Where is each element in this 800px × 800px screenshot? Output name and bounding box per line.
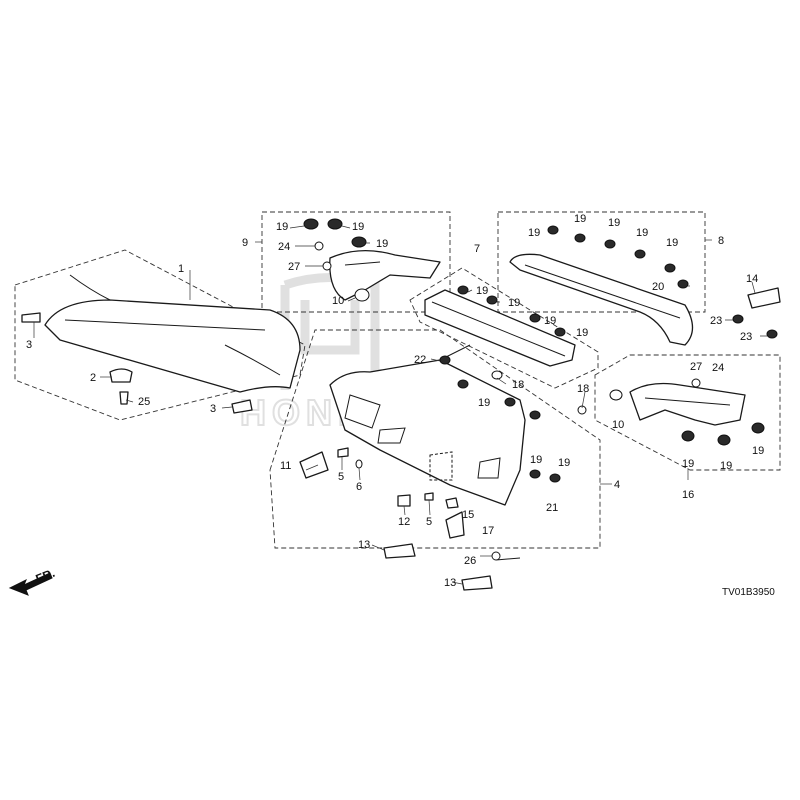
callout-18: 18 [512,379,524,391]
callout-2: 2 [90,372,96,384]
handle-part-13-upper [383,543,416,559]
callout-19: 19 [508,297,520,309]
callout-19: 19 [682,458,694,470]
front-direction-arrow-icon [8,572,53,596]
callout-10: 10 [612,419,624,431]
callout-8: 8 [718,235,724,247]
callout-10: 10 [332,295,344,307]
callout-3: 3 [210,403,216,415]
callout-7: 7 [474,243,480,255]
callout-18: 18 [577,383,589,395]
callout-23: 23 [710,315,722,327]
group-box-1 [14,249,306,421]
callout-27: 27 [288,261,300,273]
callout-16: 16 [682,489,694,501]
callout-19: 19 [530,454,542,466]
callout-23: 23 [740,331,752,343]
group-box-8 [497,211,706,313]
callout-1: 1 [178,263,184,275]
group-box-16 [594,354,781,471]
callout-19: 19 [544,315,556,327]
callout-19: 19 [720,460,732,472]
callout-19: 19 [636,227,648,239]
callout-19: 19 [576,327,588,339]
diagram-code: TV01B3950 [722,587,775,598]
callout-24: 24 [712,362,724,374]
callout-20: 20 [652,281,664,293]
callout-11: 11 [280,460,291,472]
callout-27: 27 [690,361,702,373]
callouts: 1 2 3 3 25 9 19 19 19 24 27 10 7 19 19 1… [26,213,775,598]
callout-21: 21 [546,502,558,514]
callout-5: 5 [426,516,432,528]
callout-13: 13 [358,539,370,551]
handle-part-13-lower [461,575,493,591]
callout-19: 19 [276,221,288,233]
callout-19: 19 [574,213,586,225]
callout-14: 14 [746,273,758,285]
direction-label: FR. [34,566,57,586]
callout-19: 19 [476,285,488,297]
callout-19: 19 [752,445,764,457]
callout-17: 17 [482,525,494,537]
callout-19: 19 [478,397,490,409]
callout-5: 5 [338,471,344,483]
callout-19: 19 [608,217,620,229]
callout-6: 6 [356,481,362,493]
callout-15: 15 [462,509,474,521]
callout-13: 13 [444,577,456,589]
callout-12: 12 [398,516,410,528]
screw-part-26 [491,551,521,561]
group-box-7 [409,267,599,389]
callout-26: 26 [464,555,476,567]
callout-3: 3 [26,339,32,351]
callout-22: 22 [414,354,426,366]
callout-19: 19 [528,227,540,239]
callout-4: 4 [614,479,620,491]
callout-25: 25 [138,396,150,408]
molding-part-7 [424,285,576,367]
bracket-part-14 [732,287,781,339]
leader-lines [33,225,767,585]
group-box-4 [269,329,601,549]
callout-19: 19 [558,457,570,469]
shelf-part-1 [21,274,301,414]
spoiler-part-8 [509,225,694,346]
callout-9: 9 [242,237,248,249]
callout-19: 19 [666,237,678,249]
trim-part-16 [609,378,765,446]
callout-24: 24 [278,241,290,253]
callout-19: 19 [376,238,388,250]
lining-part-4 [299,344,587,539]
trim-part-9 [303,218,441,302]
callout-19: 19 [352,221,364,233]
